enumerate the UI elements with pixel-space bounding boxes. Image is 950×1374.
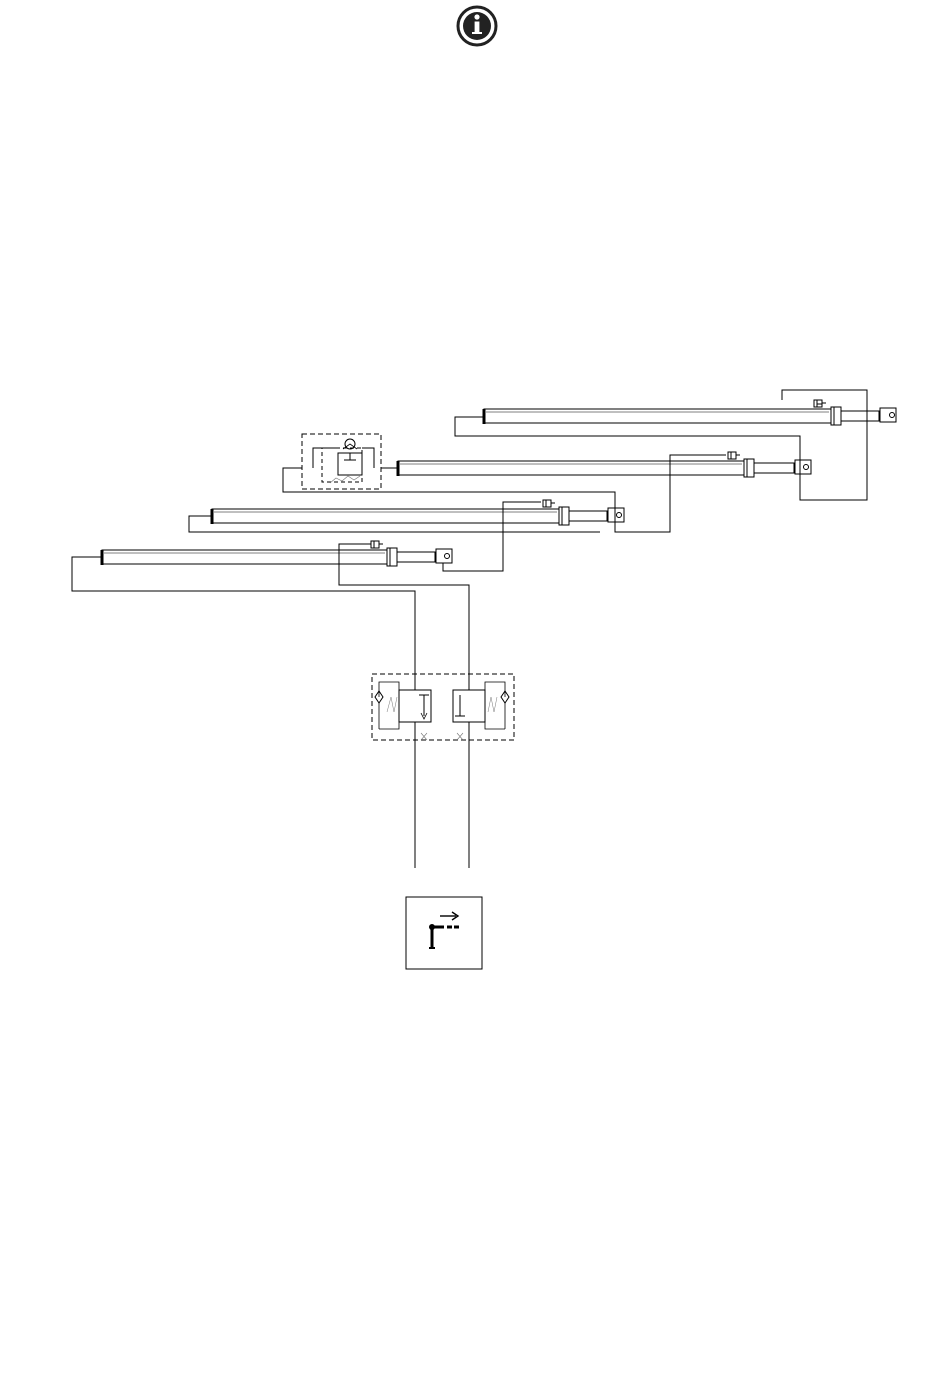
info-icon <box>458 7 496 45</box>
check-valve-block <box>302 434 381 489</box>
cylinder-third <box>212 500 624 525</box>
control-valve-block <box>372 674 514 740</box>
hydraulic-lines <box>72 390 867 868</box>
cylinder-bottom <box>102 541 452 566</box>
lever-direction-icon <box>406 897 482 969</box>
cylinder-second <box>398 452 811 477</box>
cylinder-top <box>484 400 896 425</box>
